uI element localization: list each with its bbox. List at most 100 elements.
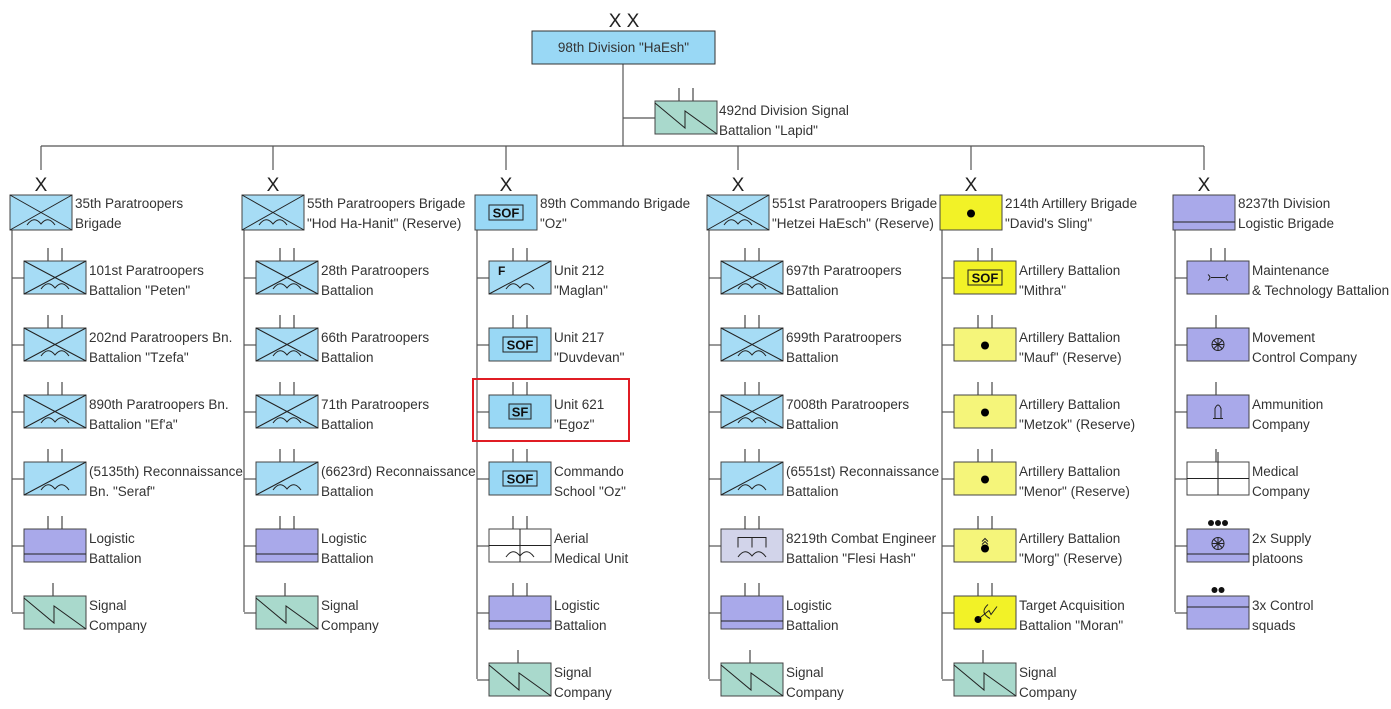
unit-symbol[interactable] — [1186, 449, 1250, 496]
unit-symbol[interactable]: SF — [488, 382, 552, 429]
unit-label-line: Company — [786, 685, 844, 700]
unit-symbol[interactable] — [953, 650, 1017, 697]
unit-label-line: & Technology Battalion — [1252, 283, 1389, 298]
unit-symbol[interactable] — [23, 382, 87, 429]
platoon-size-marker — [1215, 520, 1221, 526]
unit-label-line: 551st Paratroopers Brigade — [772, 196, 937, 211]
unit-symbol[interactable] — [255, 315, 319, 362]
unit-symbol[interactable] — [255, 449, 319, 496]
unit-label-line: Maintenance — [1252, 263, 1329, 278]
unit-symbol[interactable] — [23, 315, 87, 362]
unit-symbol[interactable] — [23, 583, 87, 630]
unit-symbol[interactable] — [255, 583, 319, 630]
unit-label-line: Battalion — [321, 551, 374, 566]
modifier-label: SF — [512, 405, 529, 420]
unit-symbol[interactable] — [23, 449, 87, 496]
unit-symbol[interactable] — [720, 382, 784, 429]
unit-symbol[interactable] — [1186, 587, 1250, 630]
unit-frame — [1186, 595, 1250, 630]
modifier-box — [502, 336, 538, 353]
unit-symbol[interactable] — [23, 516, 87, 563]
brigade-symbol[interactable] — [9, 194, 73, 231]
unit-label-line: "David's Sling" — [1005, 216, 1092, 231]
signal-lightning-icon — [654, 102, 718, 135]
unit-frame — [255, 595, 319, 630]
unit-symbol[interactable] — [1186, 315, 1250, 362]
unit-symbol[interactable] — [1186, 248, 1250, 295]
unit-symbol[interactable]: SOF — [488, 449, 552, 496]
unit-symbol[interactable] — [488, 583, 552, 630]
unit-symbol[interactable] — [720, 315, 784, 362]
brigade-symbol[interactable]: SOF — [474, 194, 538, 231]
brigade-symbol[interactable] — [1172, 194, 1236, 231]
unit-symbol[interactable] — [953, 315, 1017, 362]
unit-symbol[interactable] — [1186, 382, 1250, 429]
brigade-symbol[interactable] — [939, 194, 1003, 231]
brigade-echelon-marker: X — [965, 175, 978, 196]
unit-label-line: 66th Paratroopers — [321, 330, 429, 345]
unit-symbol[interactable] — [255, 382, 319, 429]
unit-symbol[interactable] — [488, 516, 552, 563]
unit-symbol[interactable]: SOF — [953, 248, 1017, 295]
unit-frame — [255, 528, 319, 563]
unit-symbol[interactable] — [1186, 520, 1250, 563]
unit-label-line: Battalion "Lapid" — [719, 123, 818, 138]
unit-label-line: platoons — [1252, 551, 1303, 566]
ammunition-icon — [1213, 404, 1223, 419]
unit-label-line: 8219th Combat Engineer — [786, 531, 937, 546]
brigade-symbol[interactable] — [706, 194, 770, 231]
unit-symbol[interactable] — [953, 583, 1017, 630]
infantry-cross-icon — [255, 327, 319, 362]
artillery-dot-icon — [981, 475, 989, 484]
unit-symbol[interactable] — [953, 382, 1017, 429]
airborne-icon — [272, 484, 302, 491]
unit-label-line: Artillery Battalion — [1019, 397, 1120, 412]
unit-label-line: Company — [554, 685, 612, 700]
airborne-icon — [40, 350, 70, 357]
unit-label-line: Unit 621 — [554, 397, 604, 412]
unit-label-line: Artillery Battalion — [1019, 531, 1120, 546]
division-label: 98th Division "HaEsh" — [558, 40, 689, 55]
platoon-size-marker — [1222, 520, 1228, 526]
unit-label-line: "Metzok" (Reserve) — [1019, 417, 1135, 432]
unit-label-line: 492nd Division Signal — [719, 103, 849, 118]
connector-lines — [11, 64, 1205, 681]
unit-symbol[interactable] — [488, 650, 552, 697]
unit-symbol[interactable] — [720, 449, 784, 496]
unit-label-line: Battalion — [89, 551, 142, 566]
modifier-label: SOF — [507, 338, 534, 353]
unit-symbol[interactable] — [23, 248, 87, 295]
recon-slash-icon — [255, 461, 319, 496]
unit-symbol[interactable] — [720, 583, 784, 630]
brigade-symbol[interactable] — [241, 194, 305, 231]
infantry-cross-icon — [720, 260, 784, 295]
unit-symbol[interactable]: F — [488, 248, 552, 295]
unit-label-line: Medical — [1252, 464, 1299, 479]
unit-label-line: Artillery Battalion — [1019, 330, 1120, 345]
platoon-size-marker — [1211, 587, 1218, 593]
airborne-icon — [505, 551, 535, 558]
platoon-size-marker — [1218, 587, 1225, 593]
unit-symbol[interactable] — [720, 650, 784, 697]
unit-symbol[interactable] — [720, 516, 784, 563]
unit-label-line: Battalion "Tzefa" — [89, 350, 189, 365]
maintenance-icon — [1207, 274, 1229, 281]
unit-symbol[interactable] — [720, 248, 784, 295]
unit-label-line: Company — [1252, 484, 1310, 499]
unit-label-line: 101st Paratroopers — [89, 263, 204, 278]
unit-label-line: 28th Paratroopers — [321, 263, 429, 278]
unit-symbol[interactable] — [255, 248, 319, 295]
unit-label-line: Battalion — [786, 618, 839, 633]
unit-label-line: Battalion — [786, 350, 839, 365]
unit-symbol[interactable] — [255, 516, 319, 563]
unit-label-line: Battalion "Ef'a" — [89, 417, 178, 432]
unit-label-line: 89th Commando Brigade — [540, 196, 690, 211]
unit-symbol[interactable] — [953, 516, 1017, 563]
unit-symbol[interactable] — [953, 449, 1017, 496]
unit-symbol[interactable]: SOF — [488, 315, 552, 362]
unit-label-line: Battalion "Flesi Hash" — [786, 551, 916, 566]
division-symbol[interactable] — [531, 30, 716, 65]
unit-label-line: "Hod Ha-Hanit" (Reserve) — [307, 216, 461, 231]
infantry-cross-icon — [720, 327, 784, 362]
